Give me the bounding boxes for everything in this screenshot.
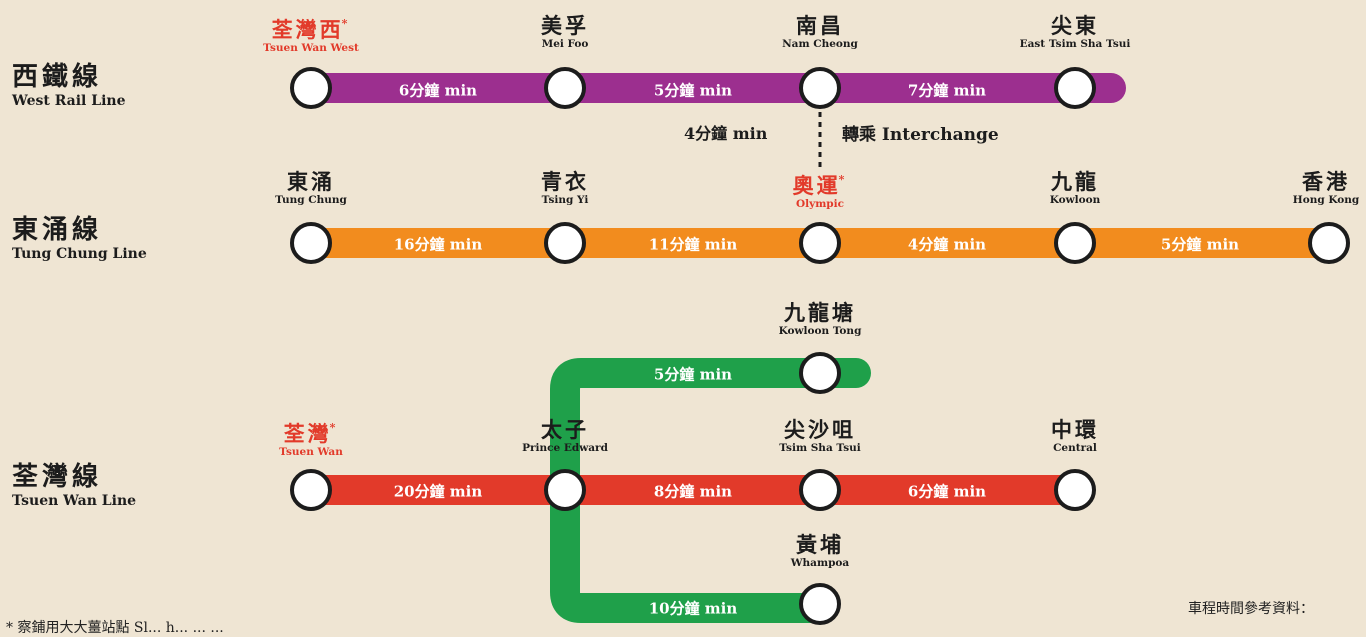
- station-hong-kong[interactable]: [1308, 222, 1350, 264]
- station-zh: 尖東: [1051, 13, 1099, 38]
- label-prince-edward: 太子 Prince Edward: [522, 418, 608, 455]
- time-prince-edward-kowloon-tong: 5分鐘 min: [653, 365, 733, 384]
- kwun-tong-upper-bar: [550, 358, 871, 505]
- time-tsuen-wan-west-mei-foo: 6分鐘 min: [398, 81, 478, 100]
- station-zh: 太子: [541, 417, 589, 442]
- station-en: Kowloon Tong: [778, 325, 862, 337]
- line-name-west-rail: 西鐵線 West Rail Line: [12, 62, 126, 110]
- station-whampoa[interactable]: [799, 583, 841, 625]
- station-tsuen-wan[interactable]: [290, 469, 332, 511]
- time-tsuen-wan-prince-edward: 20分鐘 min: [393, 482, 483, 501]
- label-kowloon-tong: 九龍塘 Kowloon Tong: [779, 301, 862, 338]
- station-en: Central: [1053, 442, 1097, 454]
- station-en: East Tsim Sha Tsui: [1019, 38, 1131, 50]
- station-zh: 九龍塘: [784, 300, 856, 325]
- line-name-zh: 荃灣線: [12, 462, 103, 492]
- line-name-en: Tung Chung Line: [12, 246, 147, 262]
- label-olympic: 奧運* Olympic: [793, 170, 848, 211]
- station-en: Tsuen Wan: [279, 446, 343, 458]
- station-kowloon[interactable]: [1054, 222, 1096, 264]
- label-whampoa: 黃埔 Whampoa: [791, 533, 850, 570]
- station-tsuen-wan-west[interactable]: [290, 67, 332, 109]
- time-kowloon-hong-kong: 5分鐘 min: [1160, 235, 1240, 254]
- label-nam-cheong: 南昌 Nam Cheong: [782, 14, 858, 51]
- station-kowloon-tong[interactable]: [799, 352, 841, 394]
- label-kowloon: 九龍 Kowloon: [1050, 170, 1101, 207]
- time-tsing-yi-olympic: 11分鐘 min: [648, 235, 738, 254]
- line-name-tsuen-wan: 荃灣線 Tsuen Wan Line: [12, 462, 136, 510]
- station-en: Tung Chung: [275, 194, 347, 206]
- station-nam-cheong[interactable]: [799, 67, 841, 109]
- label-tsuen-wan: 荃灣* Tsuen Wan: [279, 418, 343, 459]
- time-nam-cheong-east-tst: 7分鐘 min: [907, 81, 987, 100]
- station-zh: 黃埔: [796, 532, 844, 557]
- station-zh: 青衣: [541, 169, 589, 194]
- label-tung-chung: 東涌 Tung Chung: [275, 170, 347, 207]
- station-en: Mei Foo: [541, 38, 589, 50]
- source-note: 車程時間參考資料：: [1188, 601, 1314, 617]
- station-en: Tsing Yi: [541, 194, 589, 206]
- station-zh: 奧運: [792, 173, 841, 198]
- station-mei-foo[interactable]: [544, 67, 586, 109]
- station-en: Hong Kong: [1292, 194, 1360, 206]
- station-mark: *: [329, 421, 339, 434]
- station-east-tst[interactable]: [1054, 67, 1096, 109]
- station-en: Prince Edward: [522, 442, 608, 454]
- interchange-time: 4分鐘 min: [684, 124, 768, 143]
- station-mark: *: [838, 173, 848, 186]
- station-en: Tsim Sha Tsui: [779, 442, 861, 454]
- label-tsing-yi: 青衣 Tsing Yi: [541, 170, 589, 207]
- station-tsing-yi[interactable]: [544, 222, 586, 264]
- station-zh: 荃灣西: [271, 17, 344, 42]
- footnote: * 察鋪用大大薑站點 Sl... h... ... ...: [6, 620, 224, 636]
- station-en: Kowloon: [1049, 194, 1101, 206]
- station-zh: 香港: [1302, 169, 1350, 194]
- station-zh: 南昌: [795, 13, 844, 38]
- station-en: Tsuen Wan West: [263, 42, 359, 54]
- station-zh: 東涌: [287, 169, 335, 194]
- time-tst-central: 6分鐘 min: [907, 482, 987, 501]
- time-olympic-kowloon: 4分鐘 min: [907, 235, 987, 254]
- station-tst[interactable]: [799, 469, 841, 511]
- line-name-zh: 西鐵線: [12, 62, 103, 92]
- label-tst: 尖沙咀 Tsim Sha Tsui: [779, 418, 861, 455]
- station-mark: *: [341, 17, 351, 30]
- interchange-label: 轉乘 Interchange: [842, 125, 999, 145]
- line-name-tung-chung: 東涌線 Tung Chung Line: [12, 215, 147, 263]
- time-tung-chung-tsing-yi: 16分鐘 min: [393, 235, 483, 254]
- label-central: 中環 Central: [1051, 418, 1099, 455]
- station-prince-edward[interactable]: [544, 469, 586, 511]
- label-mei-foo: 美孚 Mei Foo: [541, 14, 589, 51]
- time-prince-edward-whampoa: 10分鐘 min: [648, 599, 738, 618]
- station-zh: 美孚: [541, 13, 589, 38]
- station-olympic[interactable]: [799, 222, 841, 264]
- line-name-en: West Rail Line: [12, 93, 126, 109]
- label-tsuen-wan-west: 荃灣西* Tsuen Wan West: [263, 14, 359, 55]
- line-name-zh: 東涌線: [12, 215, 103, 245]
- station-zh: 中環: [1051, 417, 1099, 442]
- station-en: Whampoa: [790, 557, 850, 569]
- station-zh: 荃灣: [283, 421, 332, 446]
- label-east-tst: 尖東 East Tsim Sha Tsui: [1020, 14, 1131, 51]
- label-hong-kong: 香港 Hong Kong: [1293, 170, 1359, 207]
- station-zh: 九龍: [1050, 169, 1099, 194]
- kwun-tong-lower-bar: [550, 490, 818, 623]
- station-tung-chung[interactable]: [290, 222, 332, 264]
- station-central[interactable]: [1054, 469, 1096, 511]
- station-en: Olympic: [795, 198, 845, 210]
- time-prince-edward-tst: 8分鐘 min: [653, 482, 733, 501]
- station-zh: 尖沙咀: [783, 417, 856, 442]
- time-mei-foo-nam-cheong: 5分鐘 min: [653, 81, 733, 100]
- line-name-en: Tsuen Wan Line: [12, 493, 137, 509]
- station-en: Nam Cheong: [782, 38, 858, 50]
